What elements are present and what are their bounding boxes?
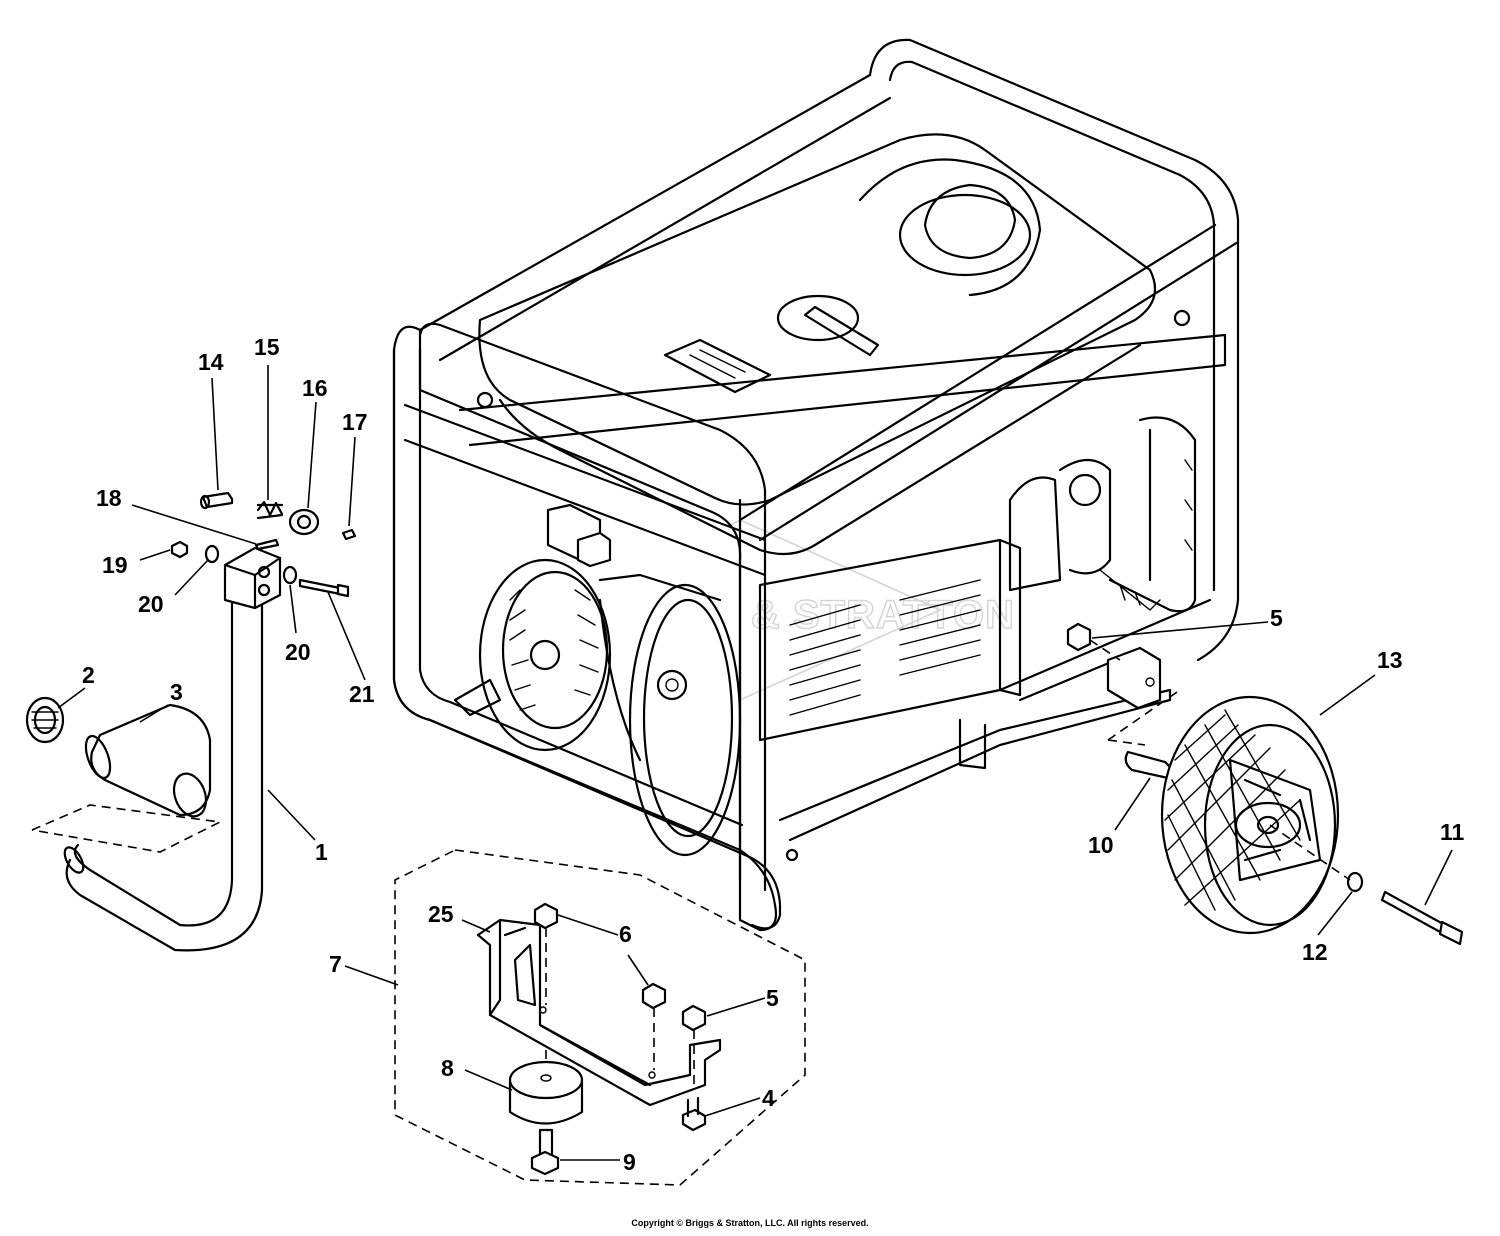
callout-10: 10 bbox=[1088, 832, 1114, 858]
cooling-fins bbox=[509, 589, 599, 711]
callout-25: 25 bbox=[428, 901, 454, 927]
callout-4: 4 bbox=[762, 1085, 775, 1111]
callout-12: 12 bbox=[1302, 939, 1328, 965]
bolt-21 bbox=[298, 578, 350, 598]
callout-19: 19 bbox=[102, 552, 128, 578]
mount-bracket-detail bbox=[394, 849, 806, 1186]
washer-20b bbox=[282, 565, 298, 585]
callout-13: 13 bbox=[1377, 647, 1403, 673]
pin-18 bbox=[254, 538, 280, 551]
callout-7: 7 bbox=[329, 951, 342, 977]
callout-15: 15 bbox=[254, 334, 280, 360]
callout-3: 3 bbox=[170, 679, 183, 705]
pin-14 bbox=[199, 491, 234, 510]
callout-5-upper: 5 bbox=[1270, 605, 1283, 631]
callout-1: 1 bbox=[315, 839, 328, 865]
callout-9: 9 bbox=[623, 1149, 636, 1175]
knob-16 bbox=[288, 508, 320, 536]
callout-2: 2 bbox=[82, 662, 95, 688]
callout-18: 18 bbox=[96, 485, 122, 511]
callout-5-lower: 5 bbox=[766, 985, 779, 1011]
nut-19 bbox=[170, 540, 189, 559]
callout-6-upper: 6 bbox=[619, 921, 632, 947]
callout-21: 21 bbox=[349, 681, 375, 707]
callout-16: 16 bbox=[302, 375, 328, 401]
wheel-assembly bbox=[1066, 622, 1464, 946]
copyright-notice: Copyright © Briggs & Stratton, LLC. All … bbox=[631, 1218, 869, 1228]
callout-11: 11 bbox=[1440, 819, 1465, 845]
washer-20a bbox=[204, 544, 220, 564]
callout-20-right: 20 bbox=[285, 639, 311, 665]
leader-lines bbox=[57, 365, 1453, 1161]
spring-15 bbox=[256, 500, 284, 520]
callout-17: 17 bbox=[342, 409, 368, 435]
vent-slots bbox=[789, 579, 981, 716]
callout-14: 14 bbox=[198, 349, 224, 375]
callout-labels: 14 15 16 17 18 19 20 20 21 2 3 1 5 13 10… bbox=[82, 334, 1465, 1175]
screw-17 bbox=[341, 528, 357, 541]
callout-20-left: 20 bbox=[138, 591, 164, 617]
tread-pattern bbox=[1164, 709, 1301, 911]
handle-assembly bbox=[25, 491, 357, 952]
generator-assembly bbox=[392, 38, 1240, 932]
callout-8: 8 bbox=[441, 1055, 454, 1081]
